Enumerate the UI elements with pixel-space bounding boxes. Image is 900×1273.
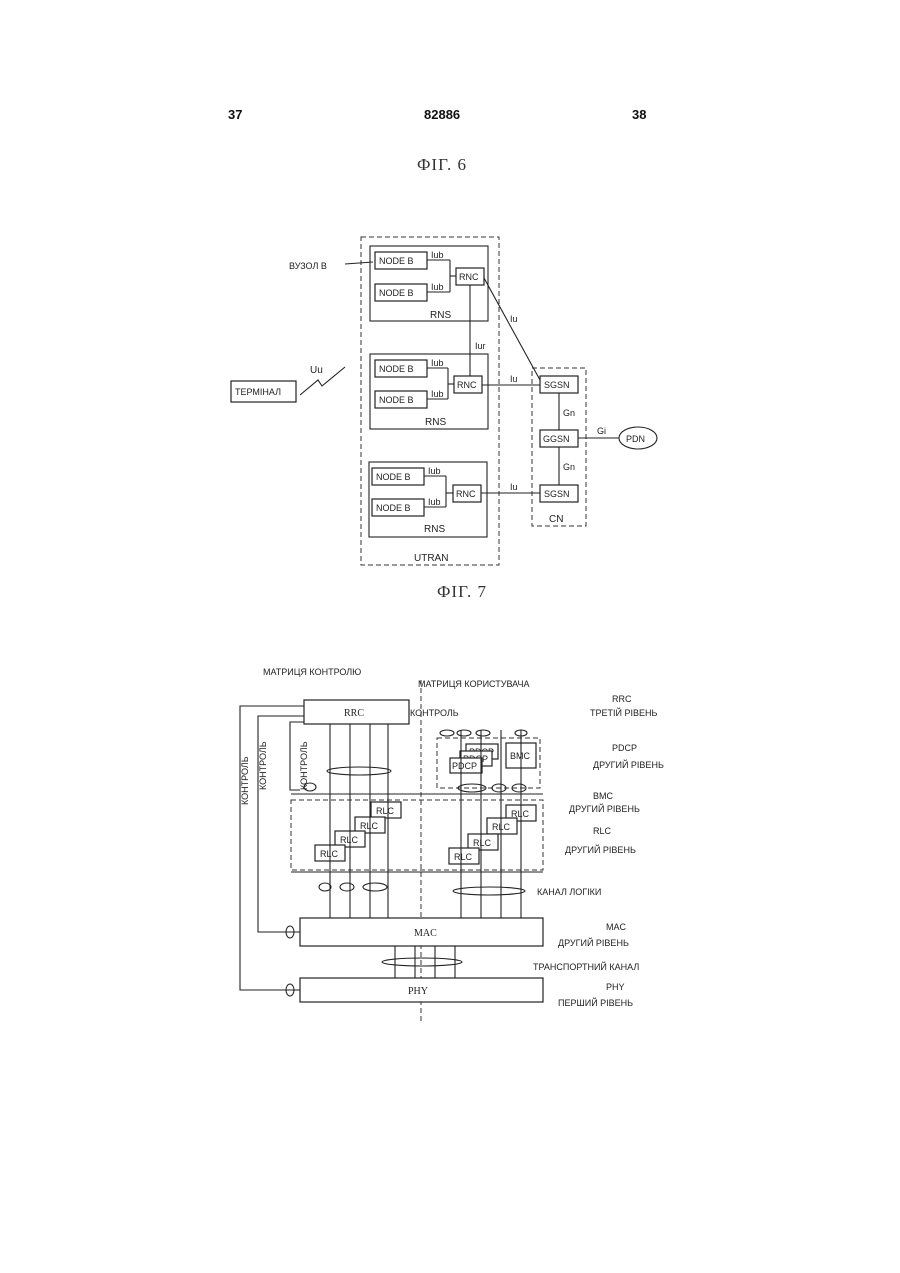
- svg-text:PHY: PHY: [408, 986, 428, 997]
- svg-text:КАНАЛ ЛОГІКИ: КАНАЛ ЛОГІКИ: [537, 887, 601, 897]
- svg-text:RRC: RRC: [612, 694, 632, 704]
- svg-text:ДРУГИЙ РІВЕНЬ: ДРУГИЙ РІВЕНЬ: [569, 803, 640, 814]
- svg-text:RLC: RLC: [340, 835, 359, 845]
- svg-text:КОНТРОЛЬ: КОНТРОЛЬ: [258, 741, 268, 790]
- svg-text:КОНТРОЛЬ: КОНТРОЛЬ: [299, 741, 309, 790]
- svg-text:PDCP: PDCP: [612, 743, 637, 753]
- svg-text:ПЕРШИЙ РІВЕНЬ: ПЕРШИЙ РІВЕНЬ: [558, 997, 633, 1008]
- svg-text:КОНТРОЛЬ: КОНТРОЛЬ: [410, 708, 459, 718]
- svg-text:PHY: PHY: [606, 982, 625, 992]
- svg-text:PDCP: PDCP: [452, 761, 477, 771]
- svg-text:RRC: RRC: [344, 708, 364, 719]
- svg-text:MAC: MAC: [414, 928, 437, 939]
- svg-text:BMC: BMC: [593, 791, 614, 801]
- svg-text:RLC: RLC: [593, 826, 612, 836]
- svg-text:ДРУГИЙ РІВЕНЬ: ДРУГИЙ РІВЕНЬ: [565, 844, 636, 855]
- svg-text:MAC: MAC: [606, 922, 627, 932]
- svg-text:RLC: RLC: [360, 821, 379, 831]
- svg-text:RLC: RLC: [320, 849, 339, 859]
- svg-text:RLC: RLC: [454, 852, 473, 862]
- svg-text:ДРУГИЙ РІВЕНЬ: ДРУГИЙ РІВЕНЬ: [558, 937, 629, 948]
- user-plane-label: МАТРИЦЯ КОРИСТУВАЧА: [418, 679, 529, 689]
- svg-text:ТРЕТІЙ РІВЕНЬ: ТРЕТІЙ РІВЕНЬ: [590, 707, 657, 718]
- svg-text:ТРАНСПОРТНИЙ КАНАЛ: ТРАНСПОРТНИЙ КАНАЛ: [533, 961, 639, 972]
- control-plane-label: МАТРИЦЯ КОНТРОЛЮ: [263, 667, 361, 677]
- svg-text:RLC: RLC: [473, 838, 492, 848]
- svg-text:BMC: BMC: [510, 751, 531, 761]
- svg-text:RLC: RLC: [376, 806, 395, 816]
- svg-text:КОНТРОЛЬ: КОНТРОЛЬ: [240, 756, 250, 805]
- svg-text:ДРУГИЙ РІВЕНЬ: ДРУГИЙ РІВЕНЬ: [593, 759, 664, 770]
